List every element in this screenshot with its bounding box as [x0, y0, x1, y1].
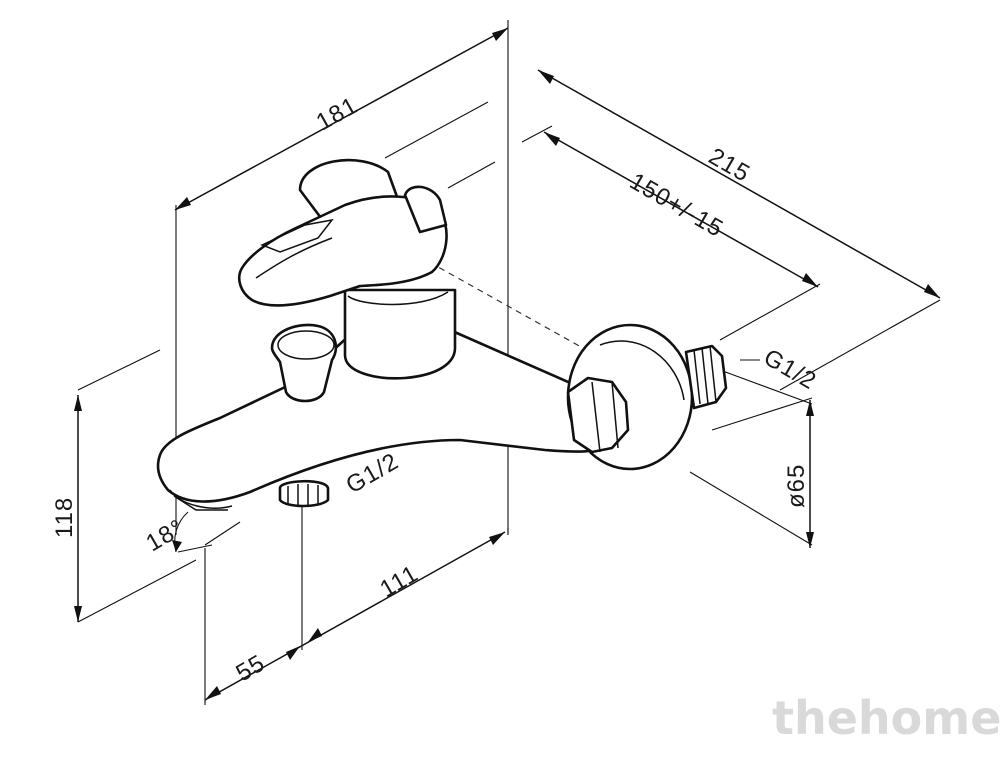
dim-150-label: 150+/-15	[625, 168, 728, 243]
dimension-lines	[74, 20, 941, 705]
dim-111-label: 111	[376, 560, 424, 603]
dim-diameter-label: ø65	[783, 464, 810, 508]
dim-118-label: 118	[51, 497, 78, 538]
dim-181-label: 181	[312, 92, 363, 136]
faucet-body	[156, 158, 728, 511]
dim-215-label: 215	[704, 143, 755, 188]
watermark-logo: thehome	[772, 691, 1000, 745]
